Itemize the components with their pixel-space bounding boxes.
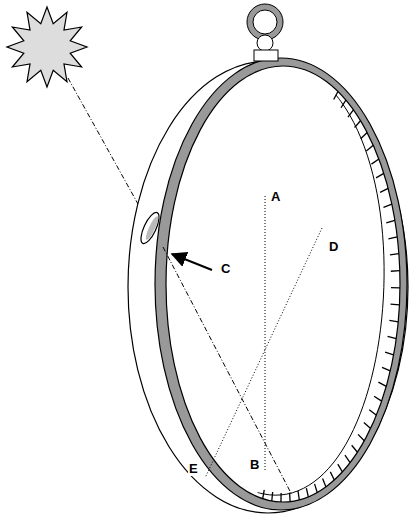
scale-tick [366,145,373,151]
scale-tick [355,121,361,128]
ring-mount [254,50,278,61]
scale-tick [330,472,334,480]
scale-tick [385,352,394,355]
point-label: D [328,240,339,254]
scale-tick [341,100,346,108]
shadow-edge [258,95,385,495]
pointer-arrow [172,254,212,270]
dial-face [166,66,400,502]
light-path [163,247,292,495]
scale-tick [386,220,395,223]
scale-tick [263,490,265,499]
line-d-e [205,228,322,478]
scale-tick [271,492,273,501]
line-a-b [265,196,266,472]
scale-tick [388,336,397,338]
scale-tick [391,303,400,305]
scale-tick [369,410,376,415]
hanging-ring [250,7,280,37]
sight-slot-shade [144,215,160,241]
scale-tick [361,133,367,139]
scale-tick [358,434,364,440]
hanging-ring-inner [253,10,277,34]
point-label: E [188,462,199,476]
scale-tick [338,464,343,472]
scale-tick [391,270,400,272]
sight-slot [137,210,162,246]
scale-tick [378,382,386,386]
point-label: B [249,458,260,472]
scale-tick [334,92,338,100]
scale-tick [388,237,397,239]
scale-tick [348,110,353,117]
scale-tick [289,493,291,502]
sun-burst-shape [7,7,87,87]
sun-ray [68,78,148,222]
scale-tick [371,159,378,164]
scale-ticks [263,92,400,502]
scale-tick [345,455,350,462]
scale-tick [364,422,371,428]
scale-tick [315,484,318,493]
point-label: A [270,190,281,204]
ring-knob [257,35,273,51]
sun-burst [7,7,87,87]
scale-tick [298,491,299,500]
scale-tick [376,173,384,178]
scale-tick [382,367,390,371]
scale-tick [306,488,308,497]
scale-tick [280,493,281,502]
scale-tick [383,204,391,207]
scale-tick [390,254,399,255]
scale-tick [352,445,358,452]
scale-tick [380,188,388,192]
scale-tick [374,396,382,401]
scale-tick [391,287,400,288]
scale-tick [323,478,326,486]
bezel [155,58,407,510]
point-label: C [220,262,231,276]
scale-tick [389,320,398,322]
